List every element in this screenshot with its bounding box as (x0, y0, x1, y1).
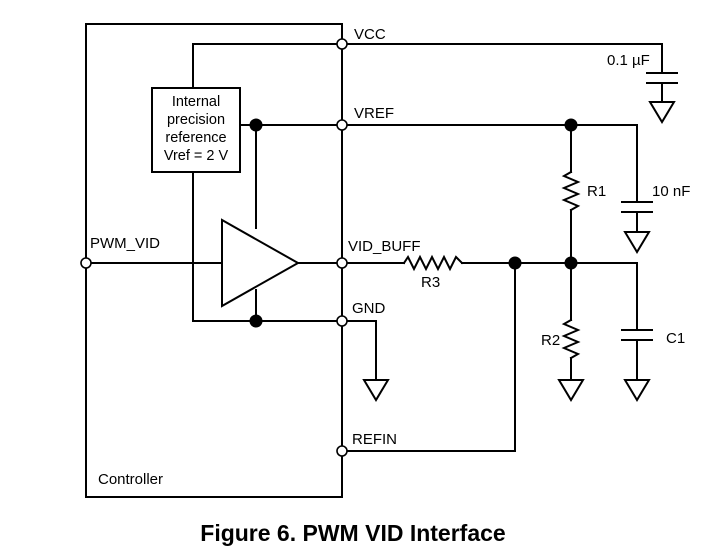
label-r2: R2 (541, 332, 560, 349)
reference-line-3: reference (165, 130, 226, 146)
vid-buff-network (341, 254, 653, 452)
reference-line-1: Internal (172, 94, 220, 110)
vcc-network (341, 43, 678, 124)
pin-refin (336, 445, 348, 457)
label-vid-buff: VID_BUFF (348, 238, 421, 255)
label-cap-vcc: 0.1 µF (607, 52, 650, 69)
internal-reference-block (151, 87, 241, 173)
ground-symbol-vref-cap (623, 231, 651, 254)
pin-vid-buff (336, 257, 348, 269)
resistor-r1 (561, 170, 581, 212)
figure-caption: Figure 6. PWM VID Interface (200, 520, 505, 546)
pin-markers (80, 38, 348, 457)
reference-line-2: precision (167, 112, 225, 128)
resistor-r2 (561, 318, 581, 360)
vref-network (341, 124, 653, 264)
resistor-r3 (402, 254, 464, 272)
label-gnd: GND (352, 300, 386, 317)
pin-vref (336, 119, 348, 131)
label-c1: C1 (666, 330, 685, 347)
label-controller: Controller (98, 471, 163, 488)
label-vcc: VCC (354, 26, 386, 43)
pin-vcc (336, 38, 348, 50)
ground-symbol-c1 (623, 379, 651, 402)
ground-symbol-gnd (362, 379, 390, 402)
pin-gnd (336, 315, 348, 327)
junction-dots (249, 118, 578, 328)
internal-wires (85, 43, 343, 322)
label-cap-vref: 10 nF (652, 183, 690, 200)
buffer-amplifier (221, 218, 301, 308)
gnd-network (341, 320, 390, 402)
reference-line-4: Vref = 2 V (164, 148, 229, 164)
label-vref: VREF (354, 105, 394, 122)
ground-symbol-r2 (557, 379, 585, 402)
ground-symbol-vcc-cap (648, 101, 676, 124)
label-r1: R1 (587, 183, 606, 200)
label-pwm-vid: PWM_VID (90, 235, 160, 252)
label-r3: R3 (421, 274, 440, 291)
pin-pwm-vid (80, 257, 92, 269)
label-refin: REFIN (352, 431, 397, 448)
